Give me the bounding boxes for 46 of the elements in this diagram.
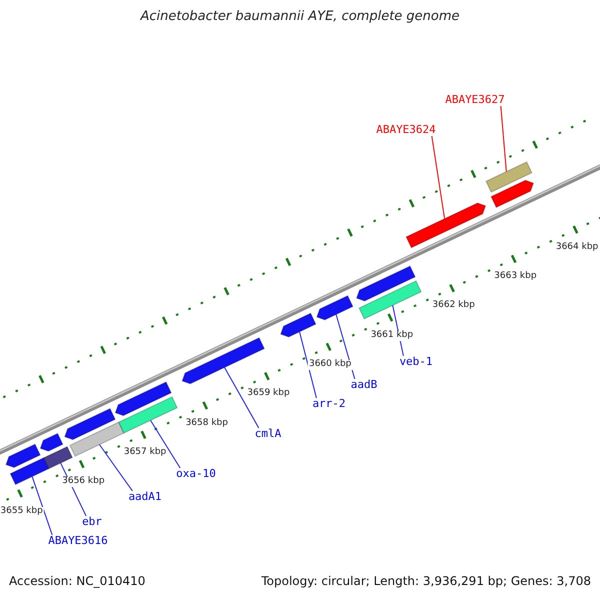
gene-bar [64, 408, 116, 440]
gene-label: ABAYE3616 [48, 534, 108, 548]
gene-bar [356, 265, 416, 302]
gene-label: arr-2 [312, 398, 346, 410]
gene-bar [69, 422, 125, 457]
leader-line [431, 136, 446, 220]
scale-label: 3659 kbp [246, 389, 291, 400]
gene-bar [114, 381, 172, 416]
gene-label: ABAYE3627 [445, 94, 505, 106]
gene-label: aadB [350, 378, 378, 392]
leader-line [150, 420, 181, 468]
scale-label: 3661 kbp [370, 330, 414, 341]
scale-label: 3664 kbp [554, 242, 600, 253]
gene-label: ABAYE3624 [376, 124, 436, 136]
gene-bar [406, 202, 486, 248]
leader-line [224, 367, 260, 428]
gene-bar [5, 444, 41, 468]
gene-bar [118, 396, 178, 434]
gene-bar [43, 446, 74, 470]
leader-line [32, 476, 53, 536]
scale-label: 3658 kbp [184, 418, 229, 428]
scale-label: 3663 kbp [493, 272, 538, 282]
leader-line [299, 331, 317, 398]
gene-label: aadA1 [128, 490, 162, 504]
scale-label: 3662 kbp [431, 301, 476, 312]
gene-bar [40, 432, 64, 452]
gene-label: cmlA [254, 428, 282, 440]
genome-info-label: Topology: circular; Length: 3,936,291 bp; Genes: 3,708 [261, 575, 591, 588]
gene-bar [10, 457, 50, 486]
scale-label: 3660 kbp [308, 360, 352, 370]
gene-label: ebr [82, 516, 102, 528]
gene-label: oxa-10 [176, 468, 216, 480]
gene-bar [490, 180, 534, 208]
accession-label: Accession: NC_010410 [9, 575, 146, 588]
gene-bar [182, 337, 265, 384]
gene-bar [358, 280, 422, 320]
leader-line [500, 106, 507, 172]
gene-bar [485, 161, 533, 193]
scale-label: 3655 kbp [0, 506, 44, 516]
gene-label: veb-1 [399, 356, 433, 368]
leader-line [98, 444, 133, 492]
scale-label: 3657 kbp [122, 448, 168, 458]
scale-label: 3656 kbp [61, 477, 106, 488]
gene-bar [280, 312, 316, 338]
gene-bar [316, 295, 354, 320]
title: Acinetobacter baumannii AYE, complete genome [140, 9, 460, 24]
